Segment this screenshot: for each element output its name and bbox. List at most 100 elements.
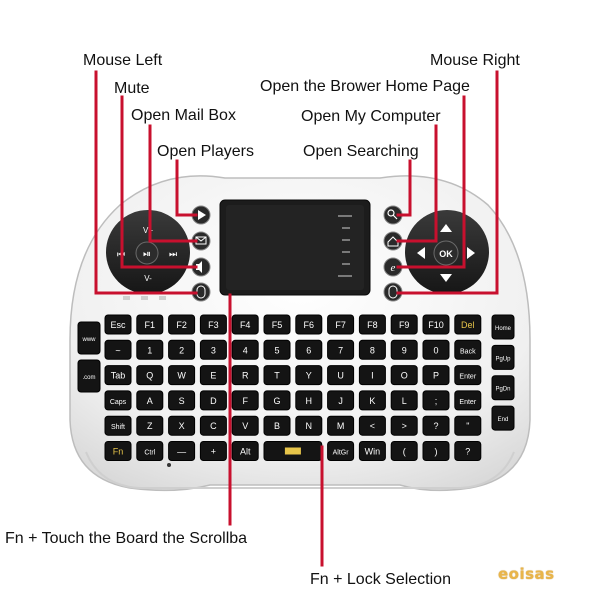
label-mouse-right: Mouse Right [430, 52, 520, 69]
key-5-2[interactable]: Z [136, 415, 164, 436]
key-3-7[interactable]: Y [295, 365, 323, 386]
key-4-2[interactable]: A [136, 390, 164, 411]
key-6-2[interactable]: Ctrl [136, 441, 164, 461]
key-1-11[interactable]: F10 [422, 314, 450, 335]
key-6-12[interactable]: ? [454, 441, 482, 461]
key-1-10[interactable]: F9 [390, 314, 418, 335]
key-label: Alt [240, 447, 251, 457]
key-2-3[interactable]: 2 [168, 339, 196, 360]
key-5-1[interactable]: Shift [104, 415, 132, 436]
arrow-up-icon[interactable] [440, 224, 452, 232]
key-5-10[interactable]: > [390, 415, 418, 436]
next-track-icon[interactable]: ⏭ [169, 250, 177, 260]
key-4-6[interactable]: G [263, 390, 291, 411]
key-label: Z [147, 421, 153, 431]
key-3-11[interactable]: P [422, 365, 450, 386]
side-key-pgdn[interactable]: PgDn [491, 375, 515, 401]
key-5-9[interactable]: < [358, 415, 386, 436]
key-6-11[interactable]: ) [422, 441, 450, 461]
key-2-9[interactable]: 8 [358, 339, 386, 360]
callout-players [175, 159, 198, 217]
key-1-9[interactable]: F8 [358, 314, 386, 335]
key-4-10[interactable]: L [390, 390, 418, 411]
volume-down-label[interactable]: V- [144, 274, 152, 283]
key-1-5[interactable]: F4 [231, 314, 259, 335]
key-2-2[interactable]: 1 [136, 339, 164, 360]
side-key-home[interactable]: Home [491, 314, 515, 340]
key-1-4[interactable]: F3 [199, 314, 227, 335]
key-5-4[interactable]: C [199, 415, 227, 436]
key-5-7[interactable]: N [295, 415, 323, 436]
key-1-1[interactable]: Esc [104, 314, 132, 335]
key-2-5[interactable]: 4 [231, 339, 259, 360]
key-3-2[interactable]: Q [136, 365, 164, 386]
key-3-6[interactable]: T [263, 365, 291, 386]
players-icon [198, 210, 206, 220]
key-2-7[interactable]: 6 [295, 339, 323, 360]
key-label: 9 [402, 345, 407, 355]
svg-text:www: www [82, 337, 97, 343]
key-6-9[interactable]: Win [358, 441, 386, 461]
key-1-7[interactable]: F6 [295, 314, 323, 335]
key-3-1[interactable]: Tab [104, 365, 132, 386]
key-6-1[interactable]: Fn [104, 441, 132, 461]
key-2-12[interactable]: Back [454, 339, 482, 360]
key-label: S [179, 396, 185, 406]
key-4-12[interactable]: Enter [454, 390, 482, 411]
side-key-end[interactable]: End [491, 405, 515, 431]
key-1-3[interactable]: F2 [168, 314, 196, 335]
key-1-12[interactable]: Del [454, 314, 482, 335]
side-key-left-2[interactable]: .com [77, 359, 101, 393]
play-pause-button[interactable] [135, 241, 159, 265]
key-label: 7 [338, 345, 343, 355]
key-2-1[interactable]: ~ [104, 339, 132, 360]
key-3-12[interactable]: Enter [454, 365, 482, 386]
key-5-5[interactable]: V [231, 415, 259, 436]
key-6-8[interactable]: AltGr [327, 441, 355, 461]
key-6-4[interactable]: + [199, 441, 227, 461]
callout-lines [94, 70, 499, 567]
key-4-7[interactable]: H [295, 390, 323, 411]
key-4-8[interactable]: J [327, 390, 355, 411]
key-4-4[interactable]: D [199, 390, 227, 411]
key-2-8[interactable]: 7 [327, 339, 355, 360]
key-4-9[interactable]: K [358, 390, 386, 411]
key-3-8[interactable]: U [327, 365, 355, 386]
key-2-4[interactable]: 3 [199, 339, 227, 360]
key-5-8[interactable]: M [327, 415, 355, 436]
key-3-10[interactable]: O [390, 365, 418, 386]
key-6-3[interactable]: — [168, 441, 196, 461]
key-3-5[interactable]: R [231, 365, 259, 386]
key-1-6[interactable]: F5 [263, 314, 291, 335]
key-label: K [369, 396, 375, 406]
key-label: B [274, 421, 280, 431]
key-4-11[interactable]: ; [422, 390, 450, 411]
side-key-left-1[interactable]: www [77, 321, 101, 355]
key-5-11[interactable]: ? [422, 415, 450, 436]
key-5-6[interactable]: B [263, 415, 291, 436]
key-3-4[interactable]: E [199, 365, 227, 386]
key-6-10[interactable]: ( [390, 441, 418, 461]
key-5-12[interactable]: " [454, 415, 482, 436]
volume-up-label[interactable]: V+ [143, 226, 153, 235]
key-6-5[interactable]: Alt [231, 441, 259, 461]
side-key-pgup[interactable]: PgUp [491, 344, 515, 370]
key-4-5[interactable]: F [231, 390, 259, 411]
key-1-2[interactable]: F1 [136, 314, 164, 335]
key-1-8[interactable]: F7 [327, 314, 355, 335]
key-2-10[interactable]: 9 [390, 339, 418, 360]
key-4-3[interactable]: S [168, 390, 196, 411]
key-2-6[interactable]: 5 [263, 339, 291, 360]
arrow-left-icon[interactable] [417, 247, 425, 259]
key-5-3[interactable]: X [168, 415, 196, 436]
arrow-down-icon[interactable] [440, 274, 452, 282]
key-label: C [210, 421, 217, 431]
key-6-6[interactable] [263, 441, 323, 461]
arrow-right-icon[interactable] [467, 247, 475, 259]
ok-button[interactable] [433, 240, 459, 266]
key-4-1[interactable]: Caps [104, 390, 132, 411]
key-3-9[interactable]: I [358, 365, 386, 386]
key-label: ) [435, 447, 438, 457]
key-3-3[interactable]: W [168, 365, 196, 386]
key-2-11[interactable]: 0 [422, 339, 450, 360]
